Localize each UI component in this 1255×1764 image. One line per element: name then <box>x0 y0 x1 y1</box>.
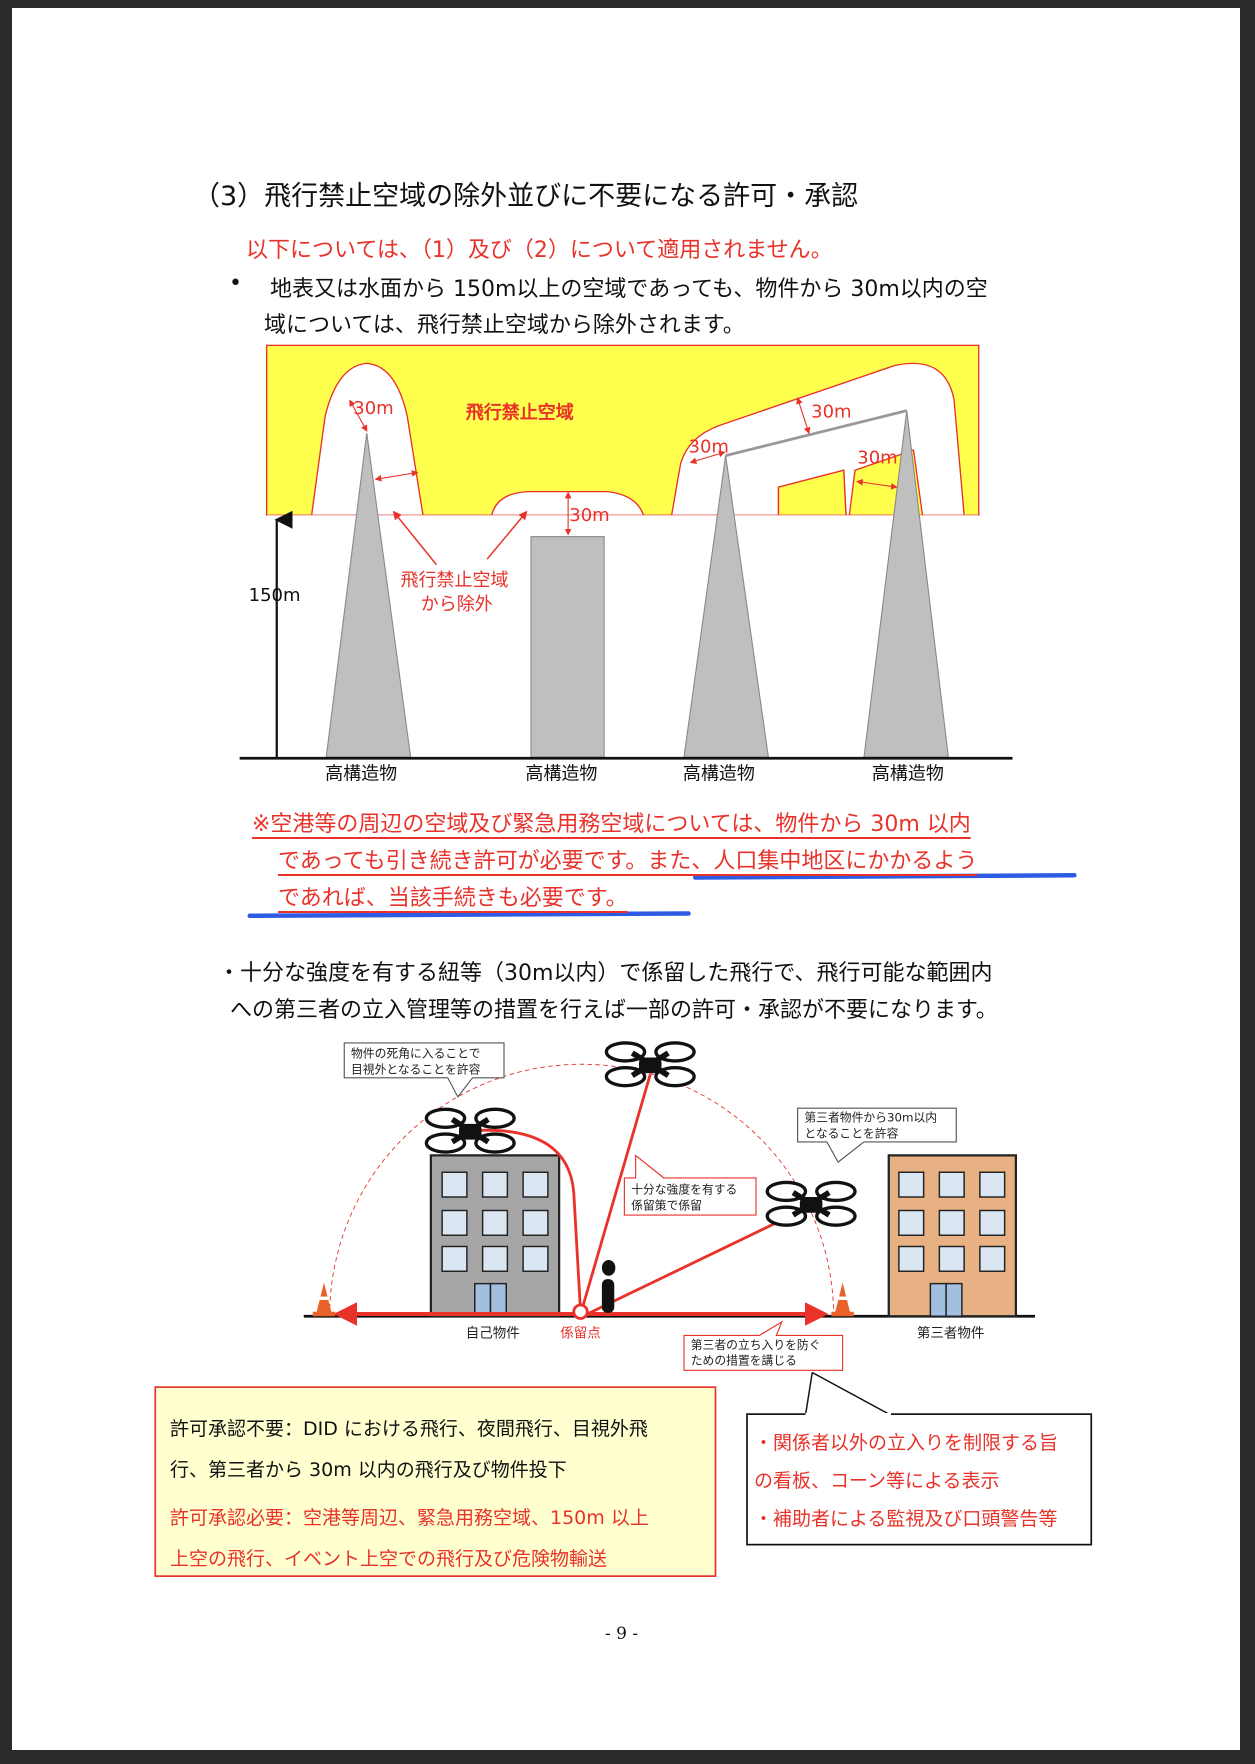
permission-not-required: 許可承認不要：DID における飛行、夜間飛行、目視外飛 <box>170 1418 648 1440</box>
permission-required: 許可承認必要：空港等周辺、緊急用務空域、150m 以上 <box>170 1507 649 1529</box>
excluded-label: 飛行禁止空域 <box>401 570 509 591</box>
callout-tether <box>623 1154 757 1216</box>
anchor-point-marker <box>572 1303 589 1320</box>
permission-not-required-cont: 行、第三者から 30m 以内の飛行及び物件投下 <box>170 1459 567 1481</box>
distance-label: 30m <box>811 401 851 422</box>
distance-label: 30m <box>857 448 897 469</box>
tethered-flight-diagram: 物件の死角に入ることで 目視外となることを許容 第三者物件から30m以内 となる… <box>154 1042 1093 1577</box>
structure-label: 高構造物 <box>683 764 755 785</box>
measure-item-1: ・関係者以外の立入りを制限する旨 <box>754 1432 1059 1454</box>
traffic-cone-icon <box>831 1282 854 1317</box>
high-structure-2 <box>530 536 605 758</box>
measure-item-1-cont: の看板、コーン等による表示 <box>754 1470 1000 1492</box>
anchor-point-label: 係留点 <box>560 1326 601 1342</box>
callout-text: となることを許容 <box>804 1126 898 1140</box>
callout-third-party <box>797 1107 957 1163</box>
bullet2-line1: ・十分な強度を有する紐等（30m以内）で係留した飛行で、飛行可能な範囲内 <box>218 961 993 986</box>
callout-text: 十分な強度を有する <box>631 1183 737 1197</box>
tether-line <box>580 1073 652 1312</box>
own-property-label: 自己物件 <box>466 1326 520 1342</box>
note-line1: ※空港等の周辺の空域及び緊急用務空域については、物件から 30m 以内 <box>252 812 971 837</box>
callout-text: 目視外となることを許容 <box>351 1062 481 1076</box>
callout-blind-spot <box>343 1042 505 1098</box>
person-icon <box>601 1260 616 1313</box>
measures-box <box>746 1413 1093 1546</box>
flight-range-arc <box>329 1063 835 1317</box>
summary-box <box>154 1386 717 1577</box>
page-number: - 9 - <box>605 1624 639 1644</box>
traffic-cone-icon <box>312 1282 336 1317</box>
structure-label: 高構造物 <box>525 764 597 785</box>
no-fly-zone-label: 飛行禁止空域 <box>466 402 574 424</box>
distance-label: 30m <box>353 398 393 419</box>
structure-label: 高構造物 <box>872 764 944 785</box>
note-line3: であれば、当該手続きも必要です。 <box>278 886 628 911</box>
tether-line <box>472 1128 582 1311</box>
permission-required-cont: 上空の飛行、イベント上空での飛行及び危険物輸送 <box>170 1548 608 1570</box>
bullet1-line1: 地表又は水面から 150m以上の空域であっても、物件から 30m以内の空 <box>270 277 988 302</box>
third-party-property-label: 第三者物件 <box>917 1325 985 1342</box>
bullet1-line2: 域については、飛行禁止空域から除外されます。 <box>264 313 745 338</box>
distance-label: 30m <box>689 436 729 457</box>
callout-text: 物件の死角に入ることで <box>351 1047 480 1061</box>
no-fly-zone-diagram: 30m 30m 30m 30m 30m 飛行禁止空域 飛行禁止空域 から除外 1… <box>239 344 1013 785</box>
bullet-marker: • <box>229 271 242 296</box>
callout-text: 第三者物件から30m以内 <box>804 1111 937 1125</box>
callout-text: ための措置を講じる <box>691 1354 797 1368</box>
intro-note: 以下については、（1）及び（2）について適用されません。 <box>246 238 833 263</box>
callout-text: 第三者の立ち入りを防ぐ <box>691 1338 821 1352</box>
callout-measures <box>683 1320 844 1371</box>
section-title: （3）飛行禁止空域の除外並びに不要になる許可・承認 <box>193 181 859 212</box>
structure-label: 高構造物 <box>325 764 397 785</box>
note-line2: であっても引き続き許可が必要です。また、人口集中地区にかかるよう <box>278 849 978 874</box>
drone-icon <box>767 1182 855 1225</box>
bullet2-line2: への第三者の立入管理等の措置を行えば一部の許可・承認が不要になります。 <box>230 998 998 1023</box>
measure-item-2: ・補助者による監視及び口頭警告等 <box>754 1508 1058 1530</box>
distance-label: 30m <box>569 505 609 526</box>
callout-text: 係留策で係留 <box>631 1198 702 1212</box>
excluded-label: から除外 <box>421 594 493 615</box>
height-label: 150m <box>249 585 301 606</box>
